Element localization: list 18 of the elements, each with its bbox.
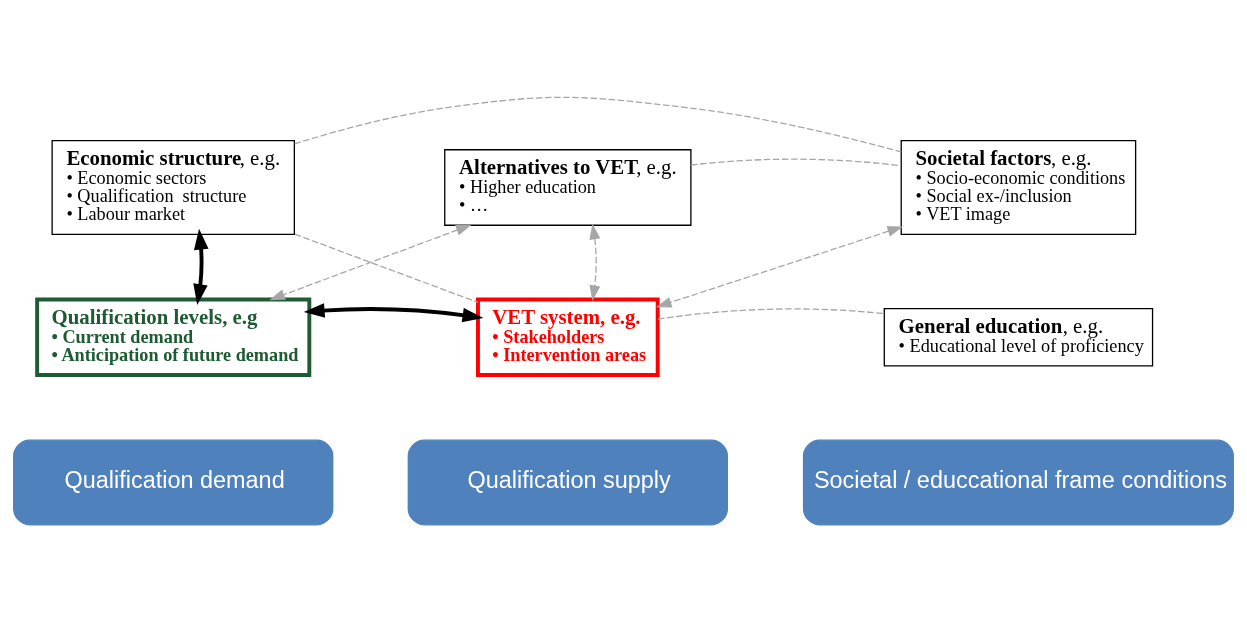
- node-box: Economic structure, e.g. • Economic sectors • Qualification structure • Labour market: [51, 139, 295, 235]
- arrow: [589, 223, 601, 301]
- node-box: Alternatives to VET, e.g. • Higher education • …: [444, 148, 692, 226]
- node-box: Qualification demand: [13, 439, 334, 525]
- node-box: Qualification levels, e.g • Current demand • Anticipation of future demand: [35, 297, 312, 377]
- connector: [294, 233, 479, 303]
- connector: [294, 96, 902, 153]
- node-box: VET system, e.g. • Stakeholders • Intervention areas: [476, 297, 660, 377]
- arrow: [303, 302, 484, 322]
- arrow: [655, 225, 904, 308]
- connector: [657, 307, 885, 320]
- connector: [690, 158, 902, 166]
- arrow: [193, 228, 209, 305]
- node-box: General education, e.g. • Educational level of proficiency: [883, 307, 1154, 367]
- node-box: Societal factors, e.g. • Socio-economic conditions • Social ex-/inclusion • VET image: [900, 139, 1137, 235]
- node-box: Qualification supply: [407, 439, 728, 525]
- arrow: [269, 224, 472, 300]
- node-box: Societal / educcational frame conditions: [802, 439, 1234, 525]
